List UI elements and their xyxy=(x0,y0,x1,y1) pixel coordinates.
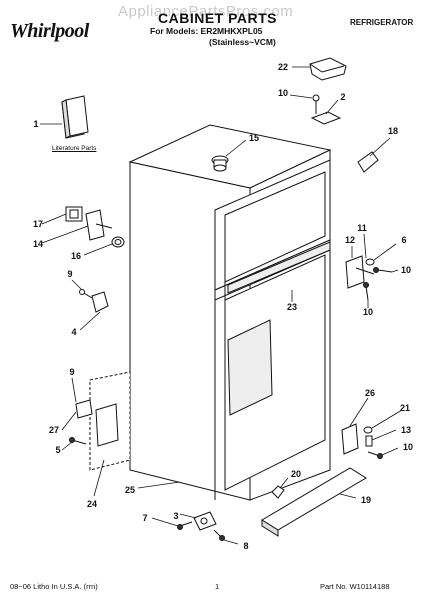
callout-20: 20 xyxy=(290,469,302,479)
callout-15: 15 xyxy=(248,133,260,143)
part-24-lower-bracket xyxy=(89,371,131,471)
callout-8: 8 xyxy=(243,541,249,551)
part-20-clip xyxy=(271,485,285,499)
part-7-screw xyxy=(177,521,193,530)
callout-25: 25 xyxy=(124,485,136,495)
callout-5: 5 xyxy=(55,445,61,455)
model-variant: (Stainless~VCM) xyxy=(209,37,276,47)
callout-10a: 10 xyxy=(277,88,289,98)
callout-10d: 10 xyxy=(402,442,414,452)
part-26-bottom-hinge xyxy=(341,423,359,455)
part-13-pin xyxy=(365,435,373,447)
part-27-hinge xyxy=(75,399,93,419)
callout-19: 19 xyxy=(360,495,372,505)
callout-13: 13 xyxy=(400,425,412,435)
part-18-clip xyxy=(357,151,379,173)
callout-27: 27 xyxy=(48,425,60,435)
part-14-bracket xyxy=(85,209,113,241)
appliance-type: REFRIGERATOR xyxy=(350,18,414,27)
part-21-washer xyxy=(363,426,373,434)
callout-9a: 9 xyxy=(67,269,73,279)
callout-4: 4 xyxy=(71,327,77,337)
callout-1: 1 xyxy=(33,119,39,129)
callout-16: 16 xyxy=(70,251,82,261)
part-8-screw xyxy=(213,529,225,541)
part-2-top-hinge xyxy=(310,94,342,125)
callout-2: 2 xyxy=(340,92,346,102)
part-15-leveler xyxy=(211,155,229,172)
callout-10c: 10 xyxy=(362,307,374,317)
literature-booklet xyxy=(61,95,89,139)
literature-label: Literature Parts xyxy=(52,145,97,152)
callout-21: 21 xyxy=(399,403,411,413)
part-10-screw-bottom xyxy=(367,451,383,459)
part-12-middle-hinge xyxy=(345,255,375,289)
callout-23: 23 xyxy=(286,302,298,312)
callout-9b: 9 xyxy=(69,367,75,377)
brand-logo: Whirlpool xyxy=(10,20,89,42)
callout-7: 7 xyxy=(142,513,148,523)
part-16-grommet xyxy=(111,236,125,248)
diagram-title: CABINET PARTS xyxy=(157,10,278,26)
callout-18: 18 xyxy=(387,126,399,136)
callout-26: 26 xyxy=(364,388,376,398)
callout-17: 17 xyxy=(32,219,44,229)
part-3-roller xyxy=(193,511,217,531)
part-22-hinge-cap xyxy=(309,57,347,81)
model-number: For Models: ER2MHKXPL05 xyxy=(150,26,263,36)
callout-6: 6 xyxy=(401,235,407,245)
callout-10b: 10 xyxy=(400,265,412,275)
part-4-hinge-pin xyxy=(79,289,109,313)
part-19-toe-grille xyxy=(261,467,367,537)
watermark: AppliancePartsPros.com xyxy=(118,3,294,20)
footer-litho: 08~06 Litho In U.S.A. (rrn) xyxy=(10,582,98,591)
callout-3: 3 xyxy=(173,511,179,521)
leader-lines xyxy=(40,66,403,545)
part-5-screws xyxy=(69,437,87,445)
part-17-bracket xyxy=(65,206,83,222)
cabinet-body xyxy=(128,124,332,501)
part-10-screws-right xyxy=(363,267,393,301)
part-23-divider-trim xyxy=(227,241,331,294)
footer-page: 1 xyxy=(215,582,220,591)
callout-22: 22 xyxy=(277,62,289,72)
part-6-spacer xyxy=(365,258,375,266)
callout-12: 12 xyxy=(344,235,356,245)
callout-14: 14 xyxy=(32,239,44,249)
callout-24: 24 xyxy=(86,499,98,509)
callout-11: 11 xyxy=(357,223,367,233)
footer-part-number: Part No. W10114188 xyxy=(320,582,390,591)
